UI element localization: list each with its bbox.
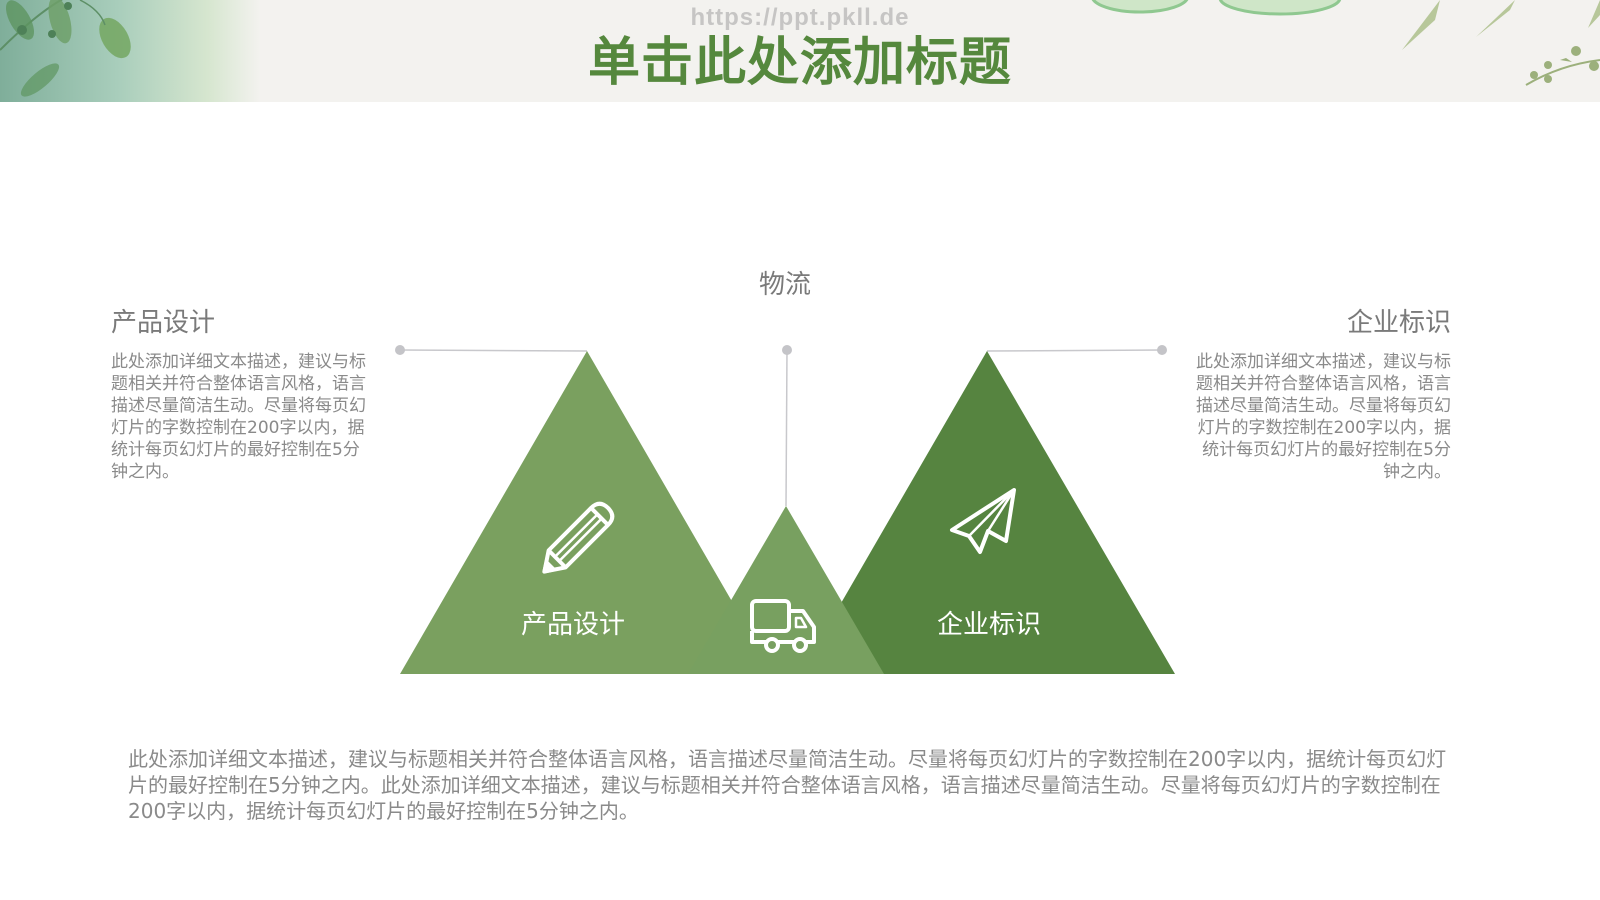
middle-title: 物流 — [758, 270, 811, 300]
connector-dot-left — [395, 345, 405, 355]
triangle-right[interactable] — [800, 351, 1175, 674]
watermark: https://ppt.pkll.de — [690, 4, 910, 31]
right-title: 企业标识 — [1346, 308, 1451, 338]
page-title[interactable]: 单击此处添加标题 — [587, 33, 1012, 93]
connector-right — [986, 349, 1163, 352]
connector-dot-middle — [782, 345, 792, 355]
connector-left — [399, 349, 588, 352]
triangle-middle[interactable] — [688, 506, 884, 674]
pencil-icon — [542, 501, 615, 574]
leaves-icon — [1091, 0, 1600, 86]
footer-description: 此处添加详细文本描述，建议与标题相关并符合整体语言风格，语言描述尽量简洁生动。尽… — [128, 747, 1447, 823]
truck-icon — [750, 599, 816, 653]
right-text-block: 企业标识 此处添加详细文本描述，建议与标题相关并符合整体语言风格，语言描述尽量简… — [1193, 302, 1451, 483]
leaf-decoration-right — [1040, 0, 1600, 102]
paper-plane-icon — [950, 488, 1016, 554]
leaf-decoration-left — [0, 0, 260, 102]
left-text-block: 产品设计 此处添加详细文本描述，建议与标题相关并符合整体语言风格，语言描述尽量简… — [111, 302, 373, 483]
right-description: 此处添加详细文本描述，建议与标题相关并符合整体语言风格，语言描述尽量简洁生动。尽… — [1196, 352, 1451, 482]
leaves-icon — [0, 0, 131, 97]
header-banner: https://ppt.pkll.de 单击此处添加标题 — [0, 0, 1600, 102]
triangle-left-label: 产品设计 — [520, 610, 625, 640]
connector-middle — [785, 349, 788, 507]
left-description: 此处添加详细文本描述，建议与标题相关并符合整体语言风格，语言描述尽量简洁生动。尽… — [111, 352, 366, 482]
triangle-right-label: 企业标识 — [936, 610, 1041, 640]
left-title: 产品设计 — [111, 308, 216, 338]
connector-dot-right — [1157, 345, 1167, 355]
